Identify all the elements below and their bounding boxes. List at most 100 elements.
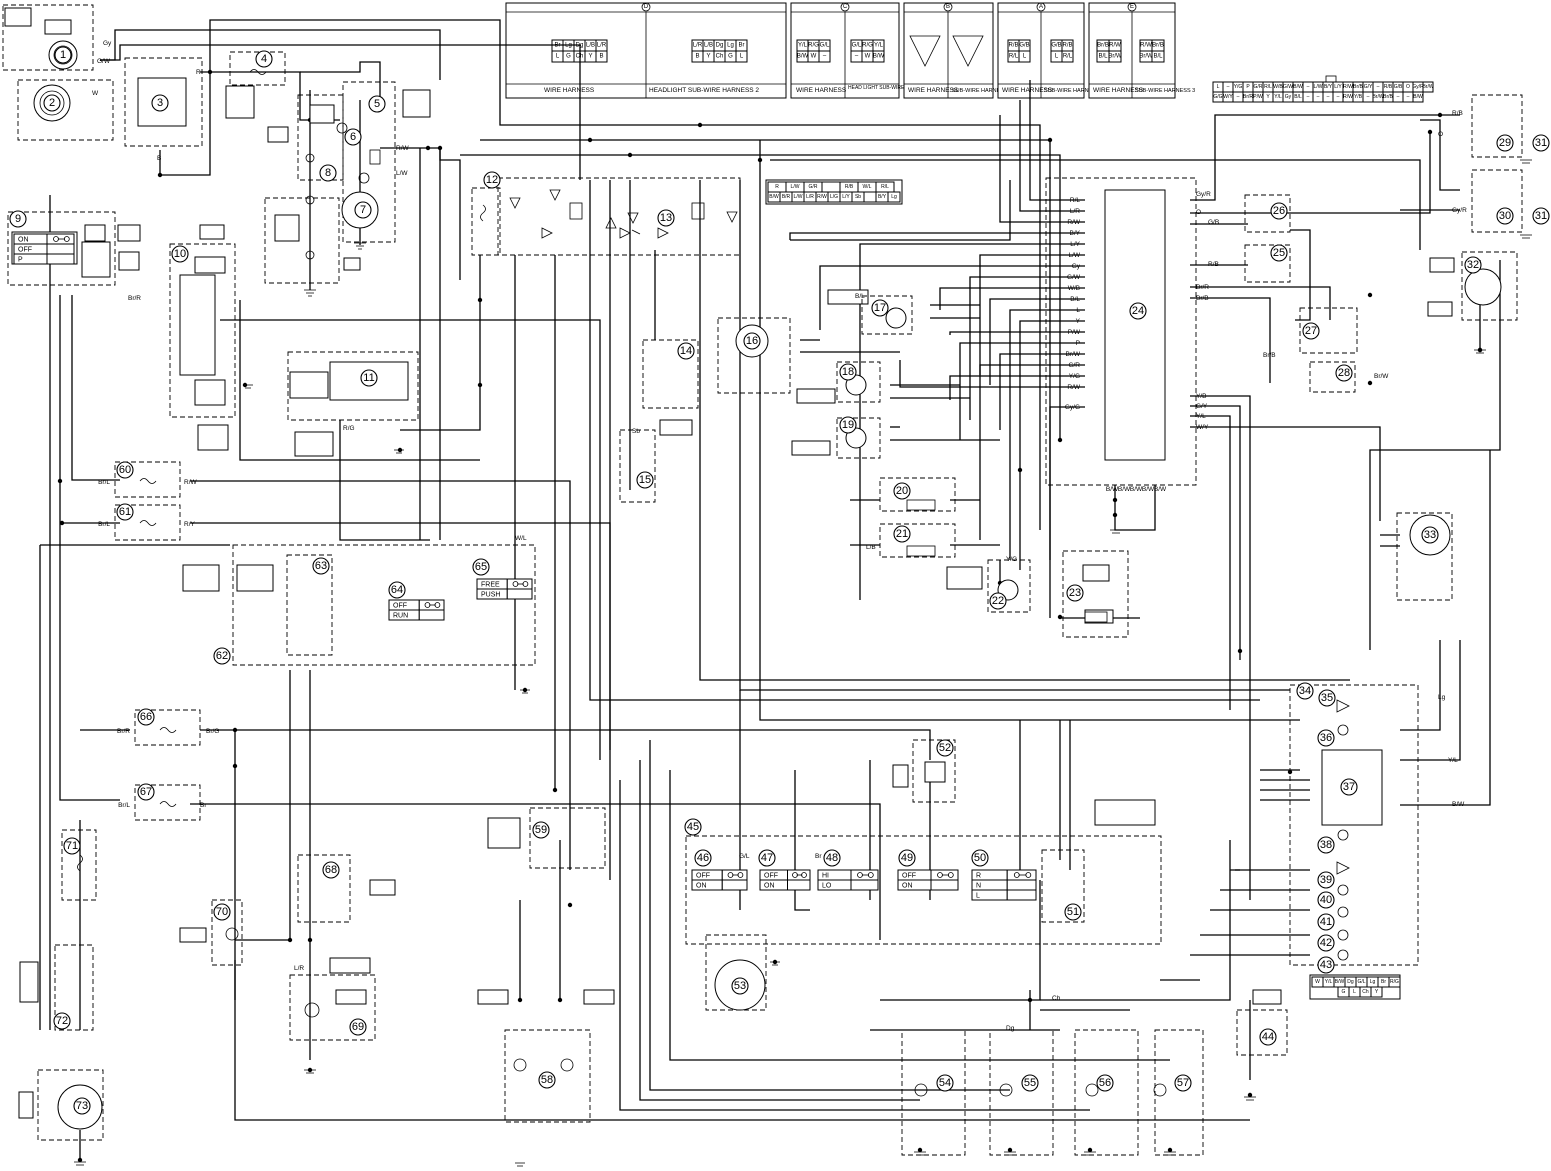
callout-label: 8 bbox=[325, 167, 331, 179]
callout-label: 44 bbox=[1262, 1031, 1274, 1043]
callout-number: 57 bbox=[1174, 1074, 1192, 1092]
wire-color-label: Gy bbox=[1072, 263, 1081, 270]
connector-pin-label: Lg bbox=[891, 194, 897, 200]
callout-label: 45 bbox=[687, 821, 699, 833]
connector-pin-label: B/R bbox=[782, 194, 791, 200]
switch-position-label: OFF bbox=[764, 873, 778, 880]
switch-contact bbox=[721, 879, 748, 891]
callout-label: 5 bbox=[374, 98, 380, 110]
wire-color-label: B/W bbox=[1106, 486, 1119, 493]
callout-label: 46 bbox=[697, 852, 709, 864]
connector-pin-label: R/W bbox=[1343, 94, 1353, 100]
callout-number: 62 bbox=[213, 647, 231, 665]
connector-pin-label: W/Y bbox=[1223, 94, 1233, 100]
callout-number: 59 bbox=[532, 821, 550, 839]
callout-number: 49 bbox=[898, 849, 916, 867]
connector-pin-label: W bbox=[811, 54, 817, 60]
connector-pin-label: R/L bbox=[881, 184, 889, 190]
switch-contact bbox=[46, 243, 75, 255]
connector-pin-label: Br/B bbox=[1097, 43, 1109, 49]
harness-letter: D bbox=[644, 4, 649, 10]
callout-label: 61 bbox=[119, 506, 131, 518]
harness-letter: E bbox=[1130, 4, 1134, 10]
callout-number: 46 bbox=[694, 849, 712, 867]
callout-number: 7 bbox=[354, 201, 372, 219]
connector-pin-label: R/W bbox=[817, 194, 827, 200]
callout-label: 35 bbox=[1321, 692, 1333, 704]
switch-contact bbox=[46, 253, 75, 265]
callout-number: 51 bbox=[1064, 903, 1082, 921]
callout-label: 26 bbox=[1273, 205, 1285, 217]
connector-pin-label: Y/B bbox=[1354, 94, 1363, 100]
callout-label: 32 bbox=[1467, 259, 1479, 271]
callout-label: 15 bbox=[639, 474, 651, 486]
callout-number: 65 bbox=[472, 558, 490, 576]
connector-pin-label: B/W bbox=[1293, 84, 1303, 90]
callout-number: 56 bbox=[1096, 1074, 1114, 1092]
harness-left-label: WIRE HARNESS bbox=[1093, 87, 1144, 94]
connector-pin bbox=[1412, 91, 1424, 103]
callout-number: 32 bbox=[1464, 256, 1482, 274]
callout-label: 41 bbox=[1320, 916, 1332, 928]
switch-position-label: ON bbox=[696, 883, 707, 890]
connector-pin-label: Y bbox=[706, 54, 710, 60]
connector-pin-label: B/W bbox=[769, 194, 779, 200]
callout-number: 72 bbox=[53, 1012, 71, 1030]
callout-label: 62 bbox=[216, 650, 228, 662]
connector-pin-label: – bbox=[1367, 94, 1370, 100]
wire-color-label: W/Y bbox=[1196, 424, 1209, 431]
wire-color-label: B/W bbox=[1142, 486, 1155, 493]
callout-number: 41 bbox=[1317, 913, 1335, 931]
connector-pin-label: Br/R bbox=[1243, 94, 1253, 100]
callout-label: 54 bbox=[939, 1077, 951, 1089]
connector-pin-label: – bbox=[1327, 94, 1330, 100]
connector-pin-label: Br/W bbox=[1422, 84, 1433, 90]
callout-number: 15 bbox=[636, 471, 654, 489]
callout-label: 27 bbox=[1305, 325, 1317, 337]
callout-label: 49 bbox=[901, 852, 913, 864]
wire-color-label: R/L bbox=[1070, 197, 1081, 204]
callout-label: 1 bbox=[60, 49, 66, 61]
connector-pin-label: W/L bbox=[863, 184, 872, 190]
callout-label: 20 bbox=[896, 485, 908, 497]
connector-pin-label: – bbox=[1407, 94, 1410, 100]
connector-pin-label: L/Y bbox=[1334, 84, 1342, 90]
connector-pin-label: Lg bbox=[727, 43, 734, 49]
callout-label: 51 bbox=[1067, 906, 1079, 918]
callout-number: 23 bbox=[1066, 584, 1084, 602]
callout-number: 31 bbox=[1532, 134, 1550, 152]
switch-position-label: OFF bbox=[393, 603, 407, 610]
wire-color-label: Br/L bbox=[98, 479, 110, 486]
wire-color-label: R/B bbox=[1208, 261, 1219, 268]
callout-number: 54 bbox=[936, 1074, 954, 1092]
switch-position-label: RUN bbox=[393, 613, 408, 620]
connector-pin bbox=[1151, 50, 1165, 63]
wire-color-label: Br/W bbox=[1374, 373, 1389, 380]
wire-color-label: G/W bbox=[97, 58, 111, 65]
switch-contact bbox=[418, 609, 445, 621]
wire-color-label: R/Y bbox=[184, 521, 196, 528]
callout-label: 52 bbox=[939, 742, 951, 754]
callout-number: 44 bbox=[1259, 1028, 1277, 1046]
wire-color-label: R/W bbox=[1067, 384, 1081, 391]
callout-label: 72 bbox=[56, 1015, 68, 1027]
connector-pin-label: G bbox=[566, 54, 571, 60]
callout-number: 40 bbox=[1317, 891, 1335, 909]
wire-color-label: L/W bbox=[396, 170, 408, 177]
callout-label: 11 bbox=[363, 372, 374, 384]
callout-label: 73 bbox=[76, 1100, 88, 1112]
connector-pin-label: L bbox=[1023, 54, 1027, 60]
connector-pin-label: B/L bbox=[1098, 54, 1108, 60]
switch-position-label: OFF bbox=[696, 873, 710, 880]
connector-pin-label: B/L bbox=[1294, 94, 1302, 100]
connector-pin-label: L bbox=[740, 54, 744, 60]
connector-pin-label: R/W bbox=[1109, 43, 1121, 49]
callout-label: 56 bbox=[1099, 1077, 1111, 1089]
component-boxes bbox=[2, 4, 1523, 1156]
connector-pin-label: B/W bbox=[1413, 94, 1423, 100]
switch-position-label: ON bbox=[902, 883, 913, 890]
